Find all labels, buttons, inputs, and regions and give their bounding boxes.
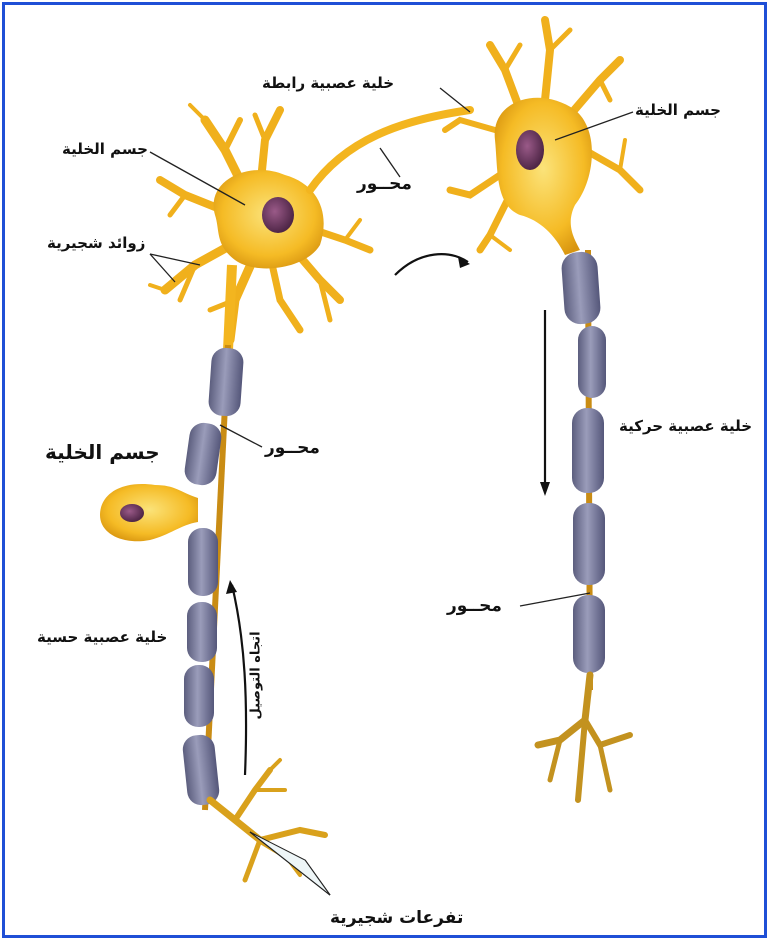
sensory-neuron [100, 345, 325, 880]
myelin-sheath [208, 347, 245, 417]
leader-axon-1 [380, 148, 400, 177]
label-dendrites: زوائد شجيرية [47, 234, 145, 252]
label-cell-body-sensory: جسم الخلية [45, 440, 160, 464]
motor-cell-body [495, 98, 592, 255]
label-cell-body-motor: جسم الخلية [635, 101, 721, 119]
arrow-heads [226, 257, 550, 594]
terminals-pointer [250, 832, 330, 895]
motor-neuron-body [445, 20, 640, 255]
direction-arrows [232, 254, 545, 775]
motor-nucleus [516, 130, 544, 170]
myelin-sheath [561, 251, 602, 325]
myelin-sheath [573, 595, 605, 673]
arrow-curved [395, 254, 468, 275]
interneuron-nucleus [262, 197, 294, 233]
myelin-sheath [181, 734, 220, 807]
label-motor-neuron: خلية عصبية حركية [619, 417, 752, 435]
label-cell-body-interneuron: جسم الخلية [62, 140, 148, 158]
motor-axon [538, 250, 630, 800]
interneuron [150, 105, 470, 350]
myelin-sheath [578, 326, 606, 398]
arrow-up [232, 585, 246, 775]
sensory-nucleus [120, 504, 144, 522]
sensory-terminal-branches [210, 760, 325, 880]
myelin-sheath [572, 408, 604, 493]
myelin-sheath [184, 665, 214, 727]
myelin-sheath [187, 602, 217, 662]
interneuron-to-sensory-link [228, 265, 232, 350]
label-axon-interneuron: محــور [357, 174, 412, 194]
myelin-sheath [188, 528, 218, 596]
myelin-sheath [573, 503, 605, 585]
label-axon-motor: محــور [447, 596, 502, 616]
label-sensory-neuron: خلية عصبية حسية [37, 628, 167, 646]
label-axon-sensory: محــور [265, 438, 320, 458]
myelin-sheath [183, 421, 223, 487]
label-impulse-direction: اتجاه التوصيل [249, 631, 264, 719]
label-terminal-branches: تفرعات شجيرية [330, 908, 463, 928]
sensory-cell-body [100, 484, 198, 541]
motor-axon-terminals [538, 675, 630, 800]
label-interneuron: خلية عصبية رابطة [262, 74, 394, 92]
